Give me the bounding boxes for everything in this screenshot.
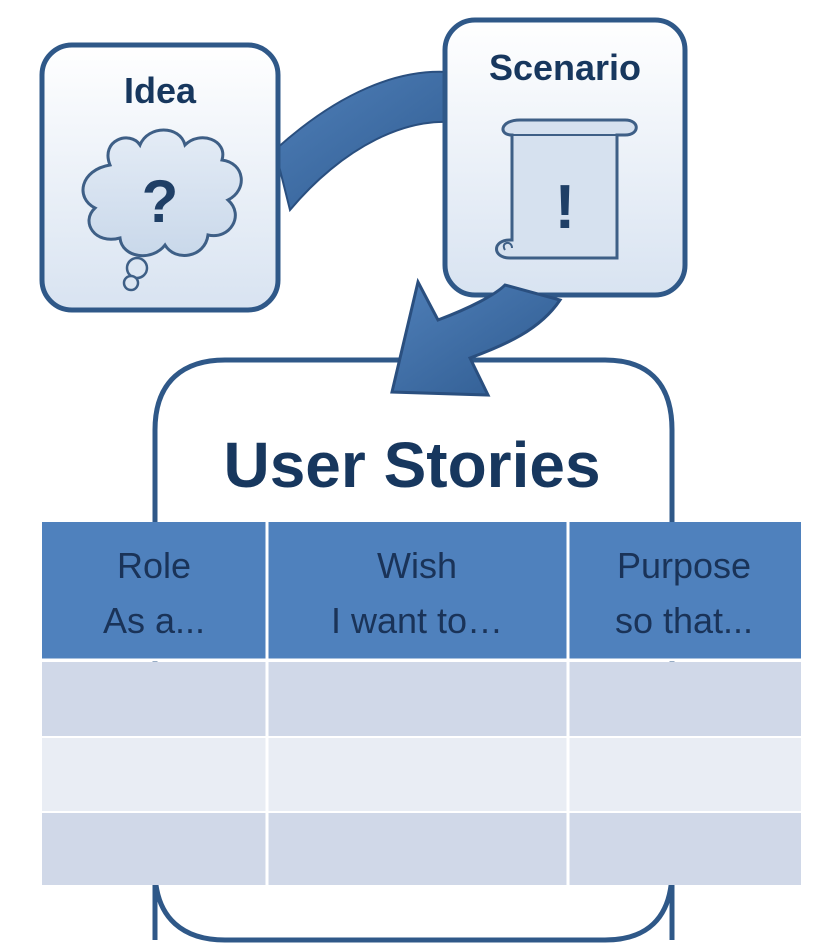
scenario-to-stories-arrow bbox=[390, 277, 563, 397]
idea-box: Idea ? bbox=[39, 42, 281, 313]
scenario-box: Scenario ! bbox=[442, 17, 688, 298]
column-header-wish: Wish bbox=[377, 545, 457, 586]
column-header-role: Role bbox=[117, 545, 191, 586]
column-subheader-role: As a... bbox=[103, 600, 205, 641]
user-stories-table: Role As a... Wish I want to… Purpose so … bbox=[42, 522, 801, 885]
table-header bbox=[42, 522, 801, 659]
idea-title: Idea bbox=[124, 70, 197, 111]
table-row bbox=[42, 738, 801, 811]
scroll-icon: ! bbox=[495, 118, 638, 260]
column-subheader-wish: I want to… bbox=[331, 600, 503, 641]
thought-cloud-icon: ? bbox=[81, 128, 243, 292]
scenario-title: Scenario bbox=[489, 47, 641, 88]
table-row bbox=[42, 813, 801, 885]
question-mark: ? bbox=[142, 168, 179, 235]
column-header-purpose: Purpose bbox=[617, 545, 751, 586]
table-row bbox=[42, 662, 801, 736]
idea-to-scenario-arrow bbox=[273, 70, 471, 213]
user-stories-title: User Stories bbox=[223, 429, 600, 501]
exclamation-mark: ! bbox=[555, 173, 576, 242]
column-subheader-purpose: so that... bbox=[615, 600, 753, 641]
